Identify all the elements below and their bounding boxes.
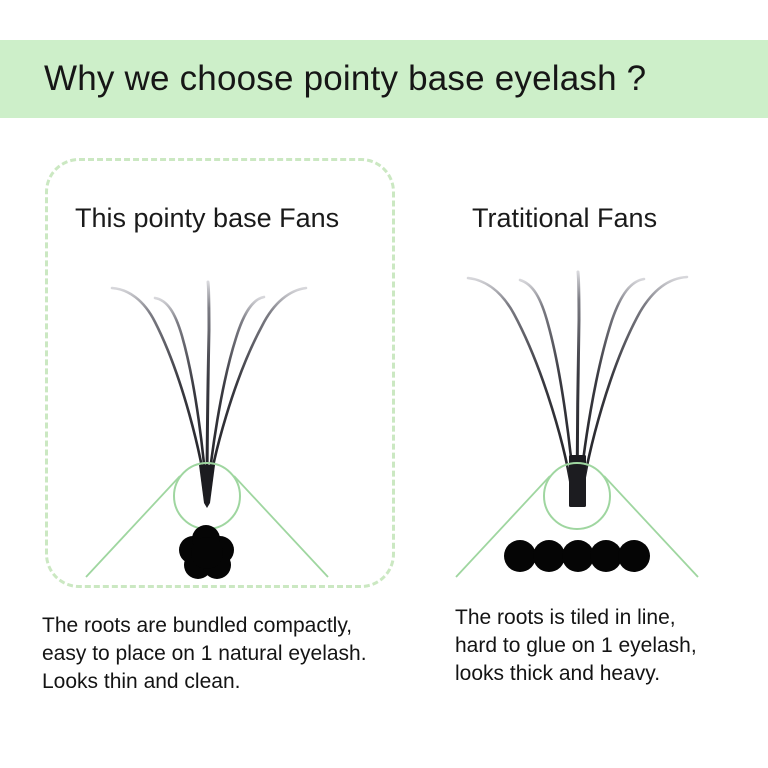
header-banner: Why we choose pointy base eyelash ?: [0, 40, 768, 118]
root-row-circles: [504, 540, 650, 572]
traditional-fan-illustration: [410, 250, 750, 595]
pointy-fan-diagram: [85, 280, 329, 579]
traditional-fan-diagram: [455, 270, 699, 578]
pointy-base-fan-illustration: [50, 250, 390, 595]
traditional-caption: The roots is tiled in line, hard to glue…: [455, 606, 697, 685]
magnifier-cone: [85, 475, 329, 578]
pointy-base-caption: The roots are bundled compactly, easy to…: [42, 614, 367, 693]
pointy-base-panel-highlight-box: [45, 158, 395, 588]
flat-base-strip: [569, 455, 586, 507]
page-title: Why we choose pointy base eyelash ?: [44, 59, 647, 98]
magnifier-circle: [543, 462, 611, 530]
pointy-base-panel-title: This pointy base Fans: [75, 203, 340, 233]
pointy-base-tip: [199, 465, 215, 508]
traditional-panel-title: Tratitional Fans: [472, 203, 658, 233]
root-cluster-blob: [179, 525, 234, 579]
magnifier-cone: [455, 475, 699, 578]
